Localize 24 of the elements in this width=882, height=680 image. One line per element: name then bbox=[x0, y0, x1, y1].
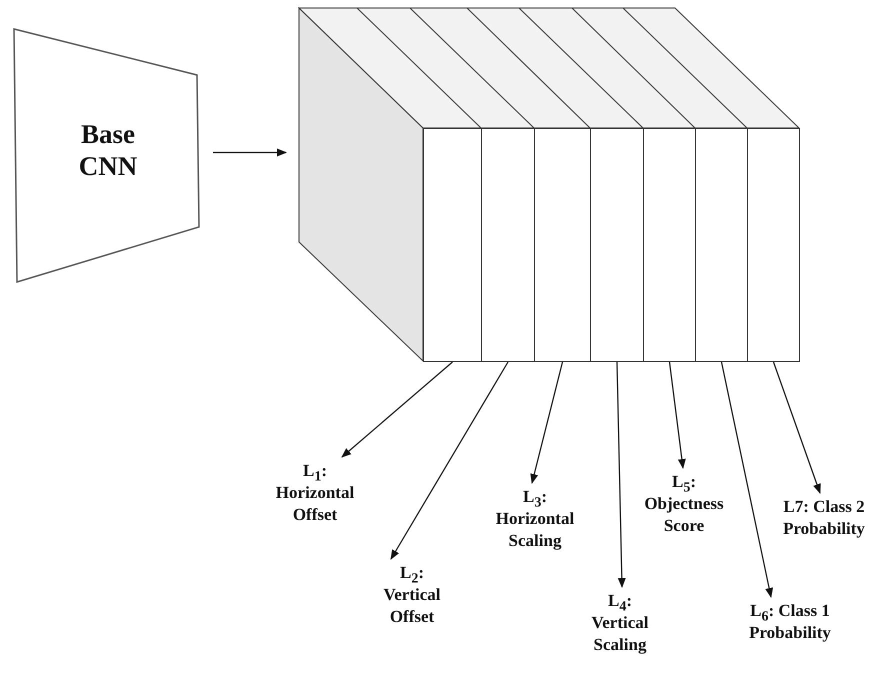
leader-line bbox=[616, 362, 626, 588]
leader-line bbox=[530, 362, 564, 484]
node-label: Base CNN bbox=[78, 118, 138, 182]
channel-slice bbox=[423, 128, 482, 362]
leader-line bbox=[720, 362, 774, 598]
output-label: L$_{3}$: Horizontal Scaling bbox=[483, 486, 587, 552]
output-label: L$_{2}$: Vertical Offset bbox=[372, 562, 452, 628]
output-label: L$_{4}$: Vertical Scaling bbox=[580, 590, 660, 656]
leader-line bbox=[341, 362, 453, 458]
trapezoid-box bbox=[13, 28, 200, 283]
leader-line bbox=[390, 362, 509, 560]
channel-slice bbox=[695, 128, 748, 362]
output-label: L7: Class 2 Probability bbox=[766, 496, 882, 540]
channel-slice bbox=[747, 128, 800, 362]
channel-slice bbox=[481, 128, 535, 362]
channel-slice bbox=[590, 128, 644, 362]
leader-line bbox=[772, 362, 821, 494]
output-label: L$_{6}$: Class 1 Probability bbox=[716, 600, 864, 644]
output-label: L$_{1}$: Horizontal Offset bbox=[265, 460, 365, 526]
channel-slice bbox=[534, 128, 591, 362]
output-label: L$_{5}$: Objectness Score bbox=[632, 471, 736, 537]
arrow bbox=[213, 148, 287, 156]
channel-slice bbox=[643, 128, 696, 362]
leader-line bbox=[668, 362, 686, 469]
